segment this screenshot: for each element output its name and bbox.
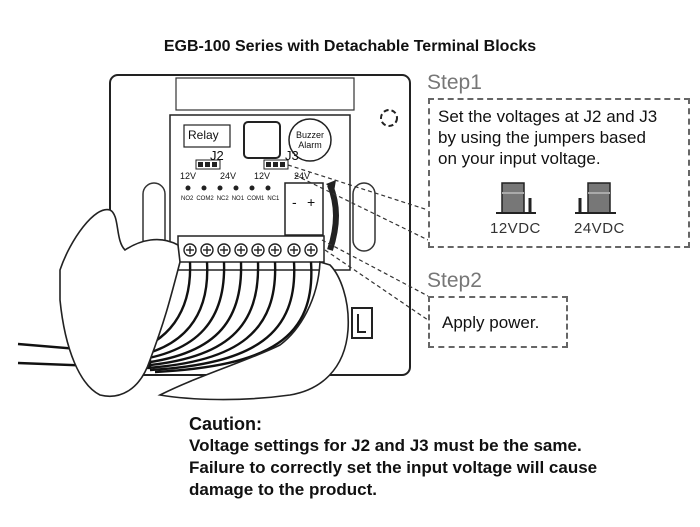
j2-12v-label: 12V	[180, 171, 197, 181]
plus-label: +	[307, 194, 316, 210]
relay-label: Relay	[188, 128, 219, 142]
step2-instruction: Apply power.	[442, 313, 540, 332]
power-terminal-block	[284, 182, 324, 236]
jumper-24vdc-icon	[575, 182, 616, 214]
terminal-label: NC1	[267, 196, 280, 202]
wire-bundle	[17, 261, 313, 374]
step1-line3: on your input voltage.	[438, 149, 601, 168]
terminal-block-row	[177, 235, 325, 263]
center-component	[243, 121, 281, 159]
hands-illustration	[59, 208, 350, 401]
step1-box: Set the voltages at J2 and J3 by using t…	[428, 98, 690, 248]
caution-line2: Failure to correctly set the input volta…	[189, 458, 598, 477]
caution-heading: Caution:	[189, 414, 262, 434]
leader-lines	[287, 164, 429, 321]
terminal-label: COM1	[247, 196, 265, 202]
caution-line1: Voltage settings for J2 and J3 must be t…	[189, 436, 582, 455]
step2-box: Apply power.	[428, 296, 568, 348]
relay-component	[183, 124, 231, 148]
terminal-screws	[183, 243, 318, 257]
buzzer-label-line2: Alarm	[298, 140, 322, 150]
diagram-title: EGB-100 Series with Detachable Terminal …	[163, 38, 537, 55]
buzzer-label: Buzzer Alarm	[293, 130, 327, 150]
j3-12v-label: 12V	[254, 171, 271, 181]
j2-jumper-pins	[195, 159, 221, 170]
j3-jumper-pins	[263, 159, 289, 170]
step1-line2: by using the jumpers based	[438, 128, 646, 147]
terminal-labels: NO2 COM2 NC2 NO1 COM1 NC1	[181, 196, 279, 202]
minus-label: -	[292, 194, 297, 210]
terminal-label: COM2	[196, 196, 214, 202]
step1-line1: Set the voltages at J2 and J3	[438, 107, 658, 126]
jumper-24vdc-label: 24VDC	[574, 220, 625, 237]
j2-label: J2	[210, 148, 224, 163]
step2-label: Step2	[427, 269, 482, 292]
jumper-icons	[496, 182, 616, 214]
caution-line3: damage to the product.	[189, 480, 377, 499]
terminal-label: NO2	[181, 196, 194, 202]
buzzer-component	[288, 118, 332, 162]
buzzer-label-line1: Buzzer	[295, 130, 324, 140]
terminal-dots	[185, 185, 271, 191]
terminal-label: NC2	[216, 196, 229, 202]
caution-notice: Caution: Voltage settings for J2 and J3 …	[189, 413, 597, 501]
jumper-12vdc-label: 12VDC	[490, 220, 541, 237]
j2-24v-label: 24V	[220, 171, 237, 181]
screw-hole	[380, 109, 398, 127]
corner-bracket-icon	[351, 307, 373, 339]
right-mount-slot	[352, 182, 376, 252]
j3-24v-label: 24V	[294, 171, 311, 181]
terminal-label: NO1	[231, 196, 245, 202]
jumper-12vdc-icon	[496, 182, 536, 214]
step1-label: Step1	[427, 71, 482, 94]
device-inner-frame	[175, 77, 355, 111]
step1-instructions: Set the voltages at J2 and J3 by using t…	[438, 106, 688, 169]
insert-arrow-icon	[327, 183, 339, 251]
j3-label: J3	[285, 148, 299, 163]
